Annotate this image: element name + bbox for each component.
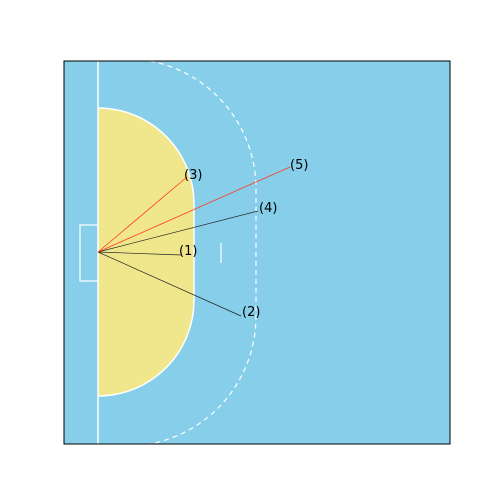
shot-line-3 bbox=[97, 176, 188, 253]
shot-label-2: (2) bbox=[242, 305, 260, 320]
goal-area bbox=[98, 108, 195, 396]
frame bbox=[63, 60, 451, 445]
shot-line-2 bbox=[97, 251, 242, 317]
shot-label-5: (5) bbox=[290, 158, 308, 173]
shot-line-5 bbox=[97, 166, 291, 253]
shot-lines bbox=[97, 166, 291, 317]
shot-line-1 bbox=[97, 251, 182, 256]
shot-line-4 bbox=[97, 210, 259, 253]
shot-label-4: (4) bbox=[259, 201, 277, 216]
goal-area-line bbox=[97, 107, 195, 397]
shot-label-1: (1) bbox=[179, 244, 197, 259]
free-throw-line bbox=[149, 60, 257, 445]
shot-label-3: (3) bbox=[184, 168, 202, 183]
goal bbox=[79, 224, 99, 282]
